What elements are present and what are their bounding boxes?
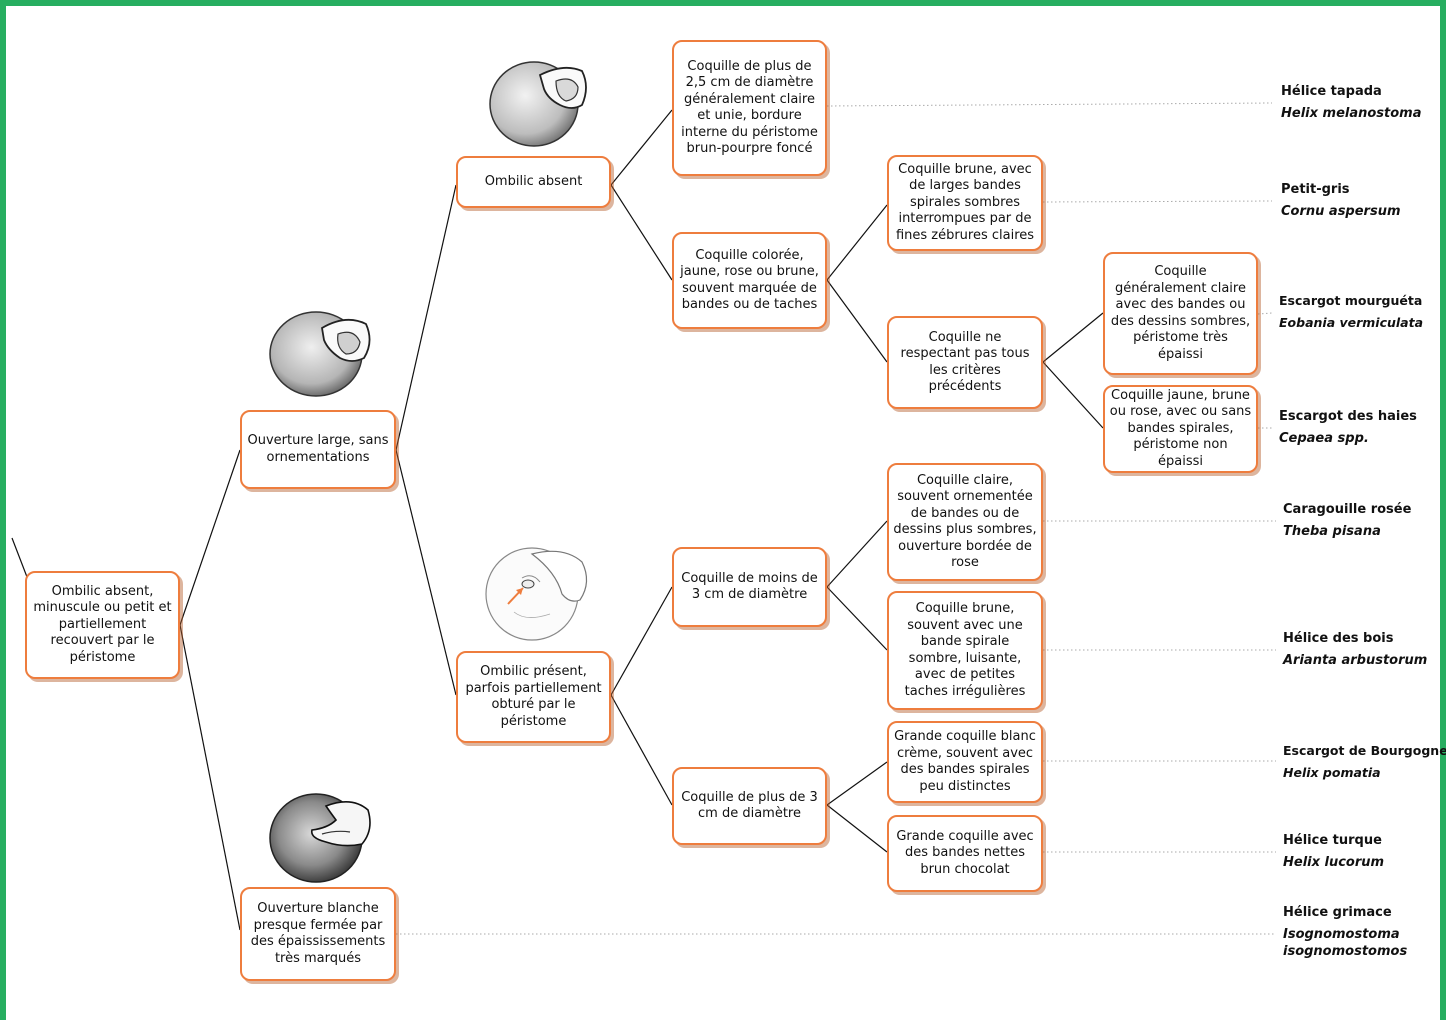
species-common-name: Escargot des haies (1279, 409, 1417, 424)
species-label: Hélice tapada Helix melanostoma (1281, 81, 1422, 125)
node-coquille-brune-luisante: Coquille brune, souvent avec une bande s… (887, 591, 1043, 710)
branch-plus3-creme (826, 761, 888, 806)
branch-moins3-claire (826, 520, 888, 588)
species-common-name: Hélice turque (1283, 833, 1382, 848)
node-coquille-brune-larges-bandes: Coquille brune, avec de larges bandes sp… (887, 155, 1043, 251)
node-ouverture-large: Ouverture large, sans ornementations (240, 410, 396, 489)
shell-illustration-ombilic-present (485, 547, 588, 641)
species-label: Petit-gris Cornu aspersum (1281, 179, 1401, 223)
node-coquille-plus-3cm: Coquille de plus de 3 cm de diamètre (672, 767, 827, 845)
species-latin-name: Helix lucorum (1283, 855, 1385, 870)
species-label: Escargot des haies Cepaea spp. (1279, 406, 1417, 450)
species-latin-name: Cepaea spp. (1279, 431, 1369, 446)
node-grande-brun-chocolat: Grande coquille avec des bandes nettes b… (887, 815, 1043, 892)
branch-large-ombilic-absent (395, 184, 457, 451)
incoming-branch-line (11, 537, 28, 578)
species-common-name: Escargot mourguéta (1279, 293, 1423, 308)
branch-root-blanche (179, 624, 241, 931)
branch-present-plus3 (610, 694, 673, 806)
species-common-name: Petit-gris (1281, 182, 1350, 197)
node-ombilic-present: Ombilic présent, parfois partiellement o… (456, 651, 611, 743)
branch-large-ombilic-present (395, 449, 457, 696)
node-coquille-coloree: Coquille colorée, jaune, rose ou brune, … (672, 232, 827, 329)
species-latin-name: Cornu aspersum (1281, 204, 1401, 219)
branch-root-large (179, 449, 241, 626)
node-grande-blanc-creme: Grande coquille blanc crème, souvent ave… (887, 721, 1043, 803)
branch-plus3-chocolat (826, 804, 888, 853)
species-label: Hélice des bois Arianta arbustorum (1283, 628, 1427, 672)
species-latin-name: Eobania vermiculata (1279, 315, 1424, 330)
species-label: Escargot mourguéta Eobania vermiculata (1279, 290, 1423, 334)
species-common-name: Hélice tapada (1281, 84, 1382, 99)
species-common-name: Hélice des bois (1283, 631, 1394, 646)
species-latin-name: Helix pomatia (1283, 765, 1381, 780)
shell-illustration-ouverture-blanche (269, 793, 371, 883)
node-coquille-generalement-claire: Coquille généralement claire avec des ba… (1103, 252, 1258, 375)
branch-moins3-brune (826, 586, 888, 651)
branch-coloree-brune (826, 204, 888, 281)
branch-autres-claire (1042, 312, 1104, 363)
node-ombilic-absent: Ombilic absent (456, 156, 611, 208)
shell-illustration-ombilic-absent (489, 61, 587, 147)
species-label: Hélice turque Helix lucorum (1283, 830, 1384, 874)
branch-autres-jaune (1042, 361, 1104, 429)
node-coquille-jaune: Coquille jaune, brune ou rose, avec ou s… (1103, 385, 1258, 473)
leader-mourgueta (1257, 312, 1273, 315)
node-root: Ombilic absent, minuscule ou petit et pa… (25, 571, 180, 679)
node-coquille-claire-rose: Coquille claire, souvent ornementée de b… (887, 463, 1043, 581)
species-latin-name: Helix melanostoma (1281, 106, 1422, 121)
node-coquille-ne-respectant: Coquille ne respectant pas tous les crit… (887, 316, 1043, 409)
shell-illustration-ouverture-large (269, 311, 371, 397)
species-label: Caragouille rosée Theba pisana (1283, 499, 1411, 543)
leader-petit-gris (1042, 200, 1273, 203)
species-common-name: Hélice grimace (1283, 905, 1392, 920)
node-coquille-moins-3cm: Coquille de moins de 3 cm de diamètre (672, 547, 827, 627)
branch-absent-plus25 (610, 109, 673, 186)
species-latin-name: Arianta arbustorum (1283, 653, 1428, 668)
node-ouverture-blanche: Ouverture blanche presque fermée par des… (240, 887, 396, 981)
species-common-name: Caragouille rosée (1283, 502, 1412, 517)
leader-tapada (826, 102, 1273, 107)
species-common-name: Escargot de Bourgogne (1283, 743, 1446, 758)
species-latin-name: Theba pisana (1283, 524, 1381, 539)
branch-absent-coloree (610, 184, 673, 281)
species-latin-name: Isognomostoma isognomostomos (1283, 927, 1408, 959)
species-label: Escargot de Bourgogne Helix pomatia (1283, 740, 1446, 784)
branch-present-moins3 (610, 586, 673, 696)
branch-coloree-autres (826, 279, 888, 363)
node-coquille-plus-25cm: Coquille de plus de 2,5 cm de diamètre g… (672, 40, 827, 176)
species-label: Hélice grimace Isognomostoma isognomosto… (1283, 904, 1413, 960)
